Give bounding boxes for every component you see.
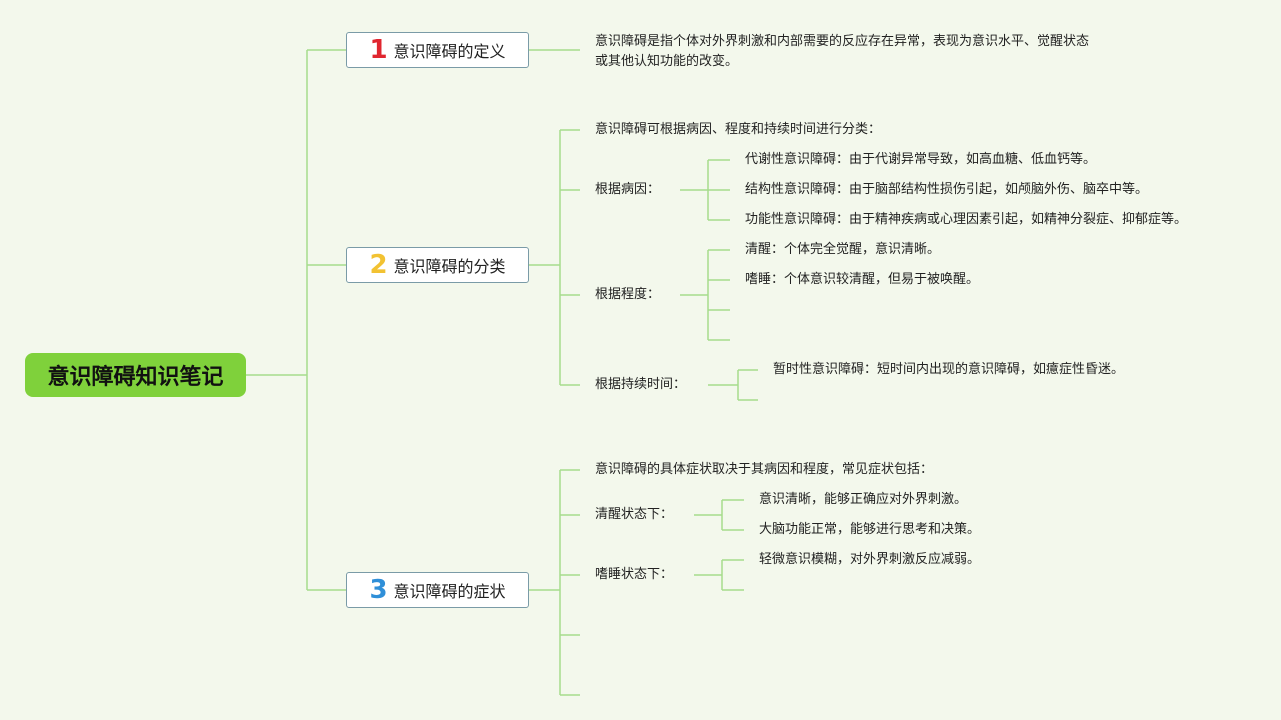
root-title: 意识障碍知识笔记	[47, 365, 224, 390]
list-item[interactable]: 暂时性意识障碍：短时间内出现的意识障碍，如癔症性昏迷。	[773, 362, 1125, 377]
group-label-drowsy[interactable]: 嗜睡状态下：	[595, 567, 674, 582]
classification-intro[interactable]: 意识障碍可根据病因、程度和持续时间进行分类：	[595, 122, 882, 137]
list-item[interactable]: 结构性意识障碍：由于脑部结构性损伤引起，如颅脑外伤、脑卒中等。	[745, 182, 1149, 197]
group-label-duration[interactable]: 根据持续时间：	[595, 377, 687, 392]
branch-title: 意识障碍的定义	[393, 42, 506, 61]
list-item[interactable]: 轻微意识模糊，对外界刺激反应减弱。	[759, 552, 981, 567]
list-item[interactable]: 清醒：个体完全觉醒，意识清晰。	[745, 242, 941, 257]
definition-text[interactable]: 意识障碍是指个体对外界刺激和内部需要的反应存在异常，表现为意识水平、觉醒状态或其…	[595, 34, 1090, 69]
number-2-icon: 2	[369, 250, 388, 280]
list-item[interactable]: 嗜睡：个体意识较清醒，但易于被唤醒。	[745, 272, 980, 287]
symptoms-intro[interactable]: 意识障碍的具体症状取决于其病因和程度，常见症状包括：	[595, 462, 934, 477]
group-label-awake[interactable]: 清醒状态下：	[595, 507, 674, 522]
branch-symptoms[interactable]: 3 意识障碍的症状	[346, 572, 529, 608]
list-item[interactable]: 代谢性意识障碍：由于代谢异常导致，如高血糖、低血钙等。	[745, 152, 1097, 167]
number-1-icon: 1	[369, 35, 388, 65]
list-item[interactable]: 意识清晰，能够正确应对外界刺激。	[759, 492, 968, 507]
branch-definition[interactable]: 1 意识障碍的定义	[346, 32, 529, 68]
group-label-degree[interactable]: 根据程度：	[595, 287, 661, 302]
list-item[interactable]: 功能性意识障碍：由于精神疾病或心理因素引起，如精神分裂症、抑郁症等。	[745, 212, 1188, 227]
branch-title: 意识障碍的症状	[393, 582, 506, 601]
root-topic[interactable]: 意识障碍知识笔记	[25, 353, 246, 397]
number-3-icon: 3	[369, 575, 388, 605]
branch-classification[interactable]: 2 意识障碍的分类	[346, 247, 529, 283]
branch-title: 意识障碍的分类	[393, 257, 506, 276]
list-item[interactable]: 大脑功能正常，能够进行思考和决策。	[759, 522, 981, 537]
group-label-cause[interactable]: 根据病因：	[595, 182, 661, 197]
